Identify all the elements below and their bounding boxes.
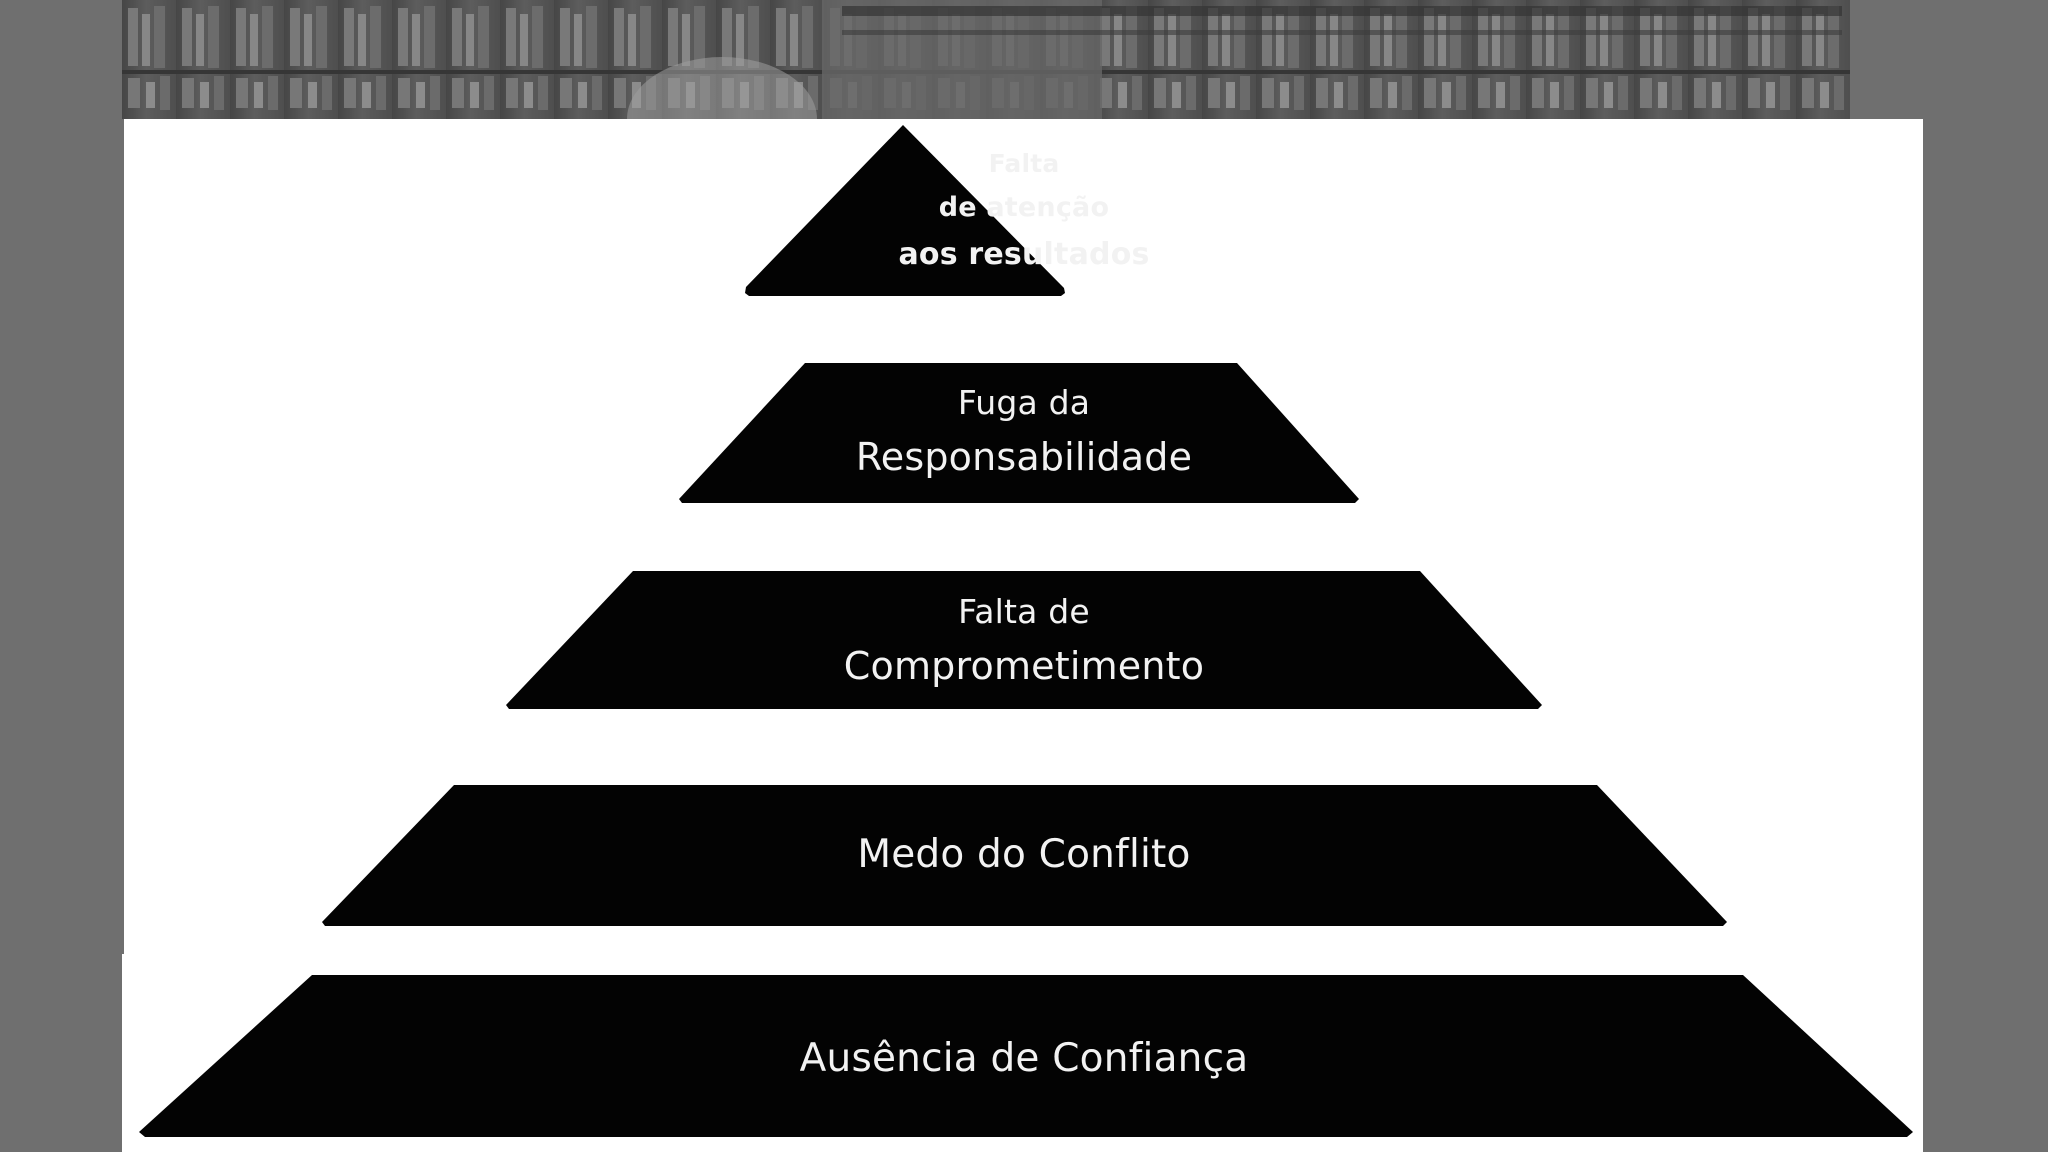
pyramid-tier-2-shape [679, 363, 1359, 503]
slide-panel [122, 119, 1923, 1152]
pyramid-tier-3-shape [506, 571, 1542, 709]
pyramid-tier-1-shape [745, 125, 1065, 296]
background-photo [122, 0, 1850, 119]
background-photo-strip [122, 0, 1850, 119]
pyramid-diagram [139, 125, 1913, 1137]
pyramid-tier-4-shape [322, 785, 1727, 926]
pyramid-tier-5-shape [139, 975, 1913, 1137]
